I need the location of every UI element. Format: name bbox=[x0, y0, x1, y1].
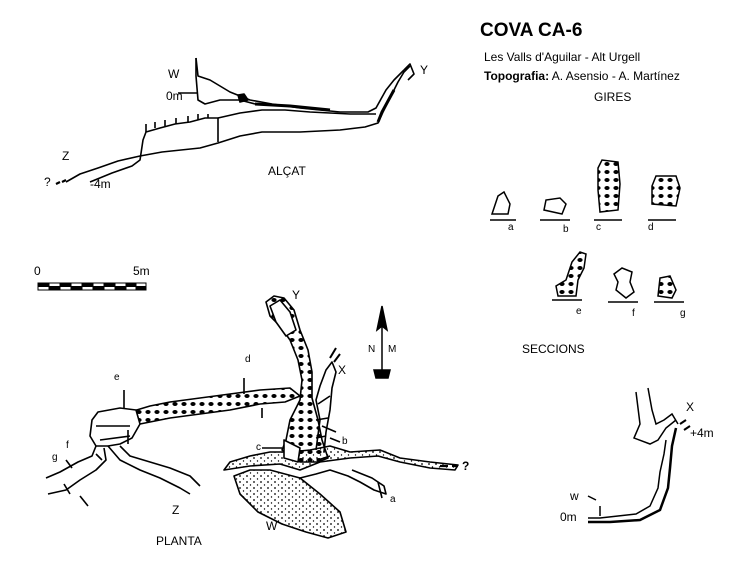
inset-point-x: X bbox=[686, 400, 695, 414]
plan-mark-b: b bbox=[342, 436, 348, 447]
elevation-point-w: W bbox=[168, 67, 180, 81]
plan-view bbox=[45, 295, 459, 539]
section-label-d: d bbox=[648, 222, 654, 233]
inset-zero: 0m bbox=[560, 510, 577, 524]
inset-point-w: w bbox=[570, 489, 579, 503]
section-label-e: e bbox=[576, 306, 582, 317]
plan-caption: PLANTA bbox=[156, 534, 202, 548]
elevation-caption: ALÇAT bbox=[268, 164, 306, 178]
elevation-point-y: Y bbox=[420, 63, 429, 77]
section-label-b: b bbox=[563, 224, 569, 235]
sections-caption: SECCIONS bbox=[522, 342, 585, 356]
page-title: COVA CA-6 bbox=[480, 20, 583, 41]
credits-names: A. Asensio - A. Martínez bbox=[551, 69, 680, 83]
cross-sections bbox=[490, 159, 684, 303]
inset-plus4: +4m bbox=[690, 426, 714, 440]
plan-point-x: X bbox=[338, 363, 347, 377]
north-arrow bbox=[373, 305, 391, 379]
scale-five: 5m bbox=[133, 264, 150, 278]
section-label-a: a bbox=[508, 222, 514, 233]
north-n: N bbox=[368, 344, 376, 355]
scale-bar bbox=[37, 282, 147, 291]
plan-mark-c: c bbox=[256, 442, 261, 453]
plan-mark-g: g bbox=[52, 452, 58, 463]
location-text: Les Valls d'Aguilar - Alt Urgell bbox=[484, 50, 641, 64]
plan-mark-a: a bbox=[390, 494, 396, 505]
credits-line: Topografia: A. Asensio - A. Martínez bbox=[484, 69, 680, 83]
section-label-f: f bbox=[632, 308, 635, 319]
elevation-point-z: Z bbox=[62, 149, 70, 163]
elevation-unknown: ? bbox=[44, 175, 51, 189]
elevation-zero: 0m bbox=[166, 89, 183, 103]
plan-mark-e: e bbox=[114, 372, 120, 383]
section-label-g: g bbox=[680, 308, 686, 319]
credits-label: Topografia: bbox=[484, 69, 550, 83]
north-m: M bbox=[388, 344, 397, 355]
plan-unknown: ? bbox=[462, 459, 470, 473]
elevation-profile bbox=[55, 57, 415, 185]
group-name: GIRES bbox=[594, 90, 632, 104]
plan-point-w: W bbox=[266, 519, 278, 533]
section-label-c: c bbox=[596, 222, 601, 233]
inset-elevation bbox=[587, 387, 691, 524]
plan-point-z: Z bbox=[172, 503, 180, 517]
elevation-minus4: -4m bbox=[90, 177, 111, 191]
scale-zero: 0 bbox=[34, 264, 41, 278]
plan-mark-f: f bbox=[66, 440, 69, 451]
plan-mark-d: d bbox=[245, 354, 251, 365]
plan-point-y: Y bbox=[292, 288, 301, 302]
